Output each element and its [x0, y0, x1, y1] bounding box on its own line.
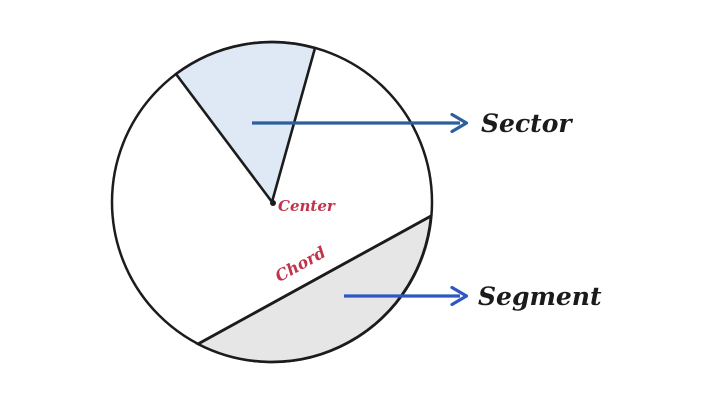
- segment-label: Segment: [478, 282, 602, 311]
- sector-arrow: [252, 112, 469, 134]
- segment-region: [195, 213, 433, 364]
- sector-region: [174, 40, 317, 205]
- chord-line: [197, 214, 432, 346]
- segment-arrowhead-icon: [450, 285, 469, 307]
- sector-label: Sector: [481, 109, 573, 138]
- center-point-dot: [270, 200, 276, 206]
- segment-arrow: [344, 285, 469, 307]
- sector-arrowhead-icon: [450, 112, 469, 134]
- center-label: Center: [278, 197, 336, 215]
